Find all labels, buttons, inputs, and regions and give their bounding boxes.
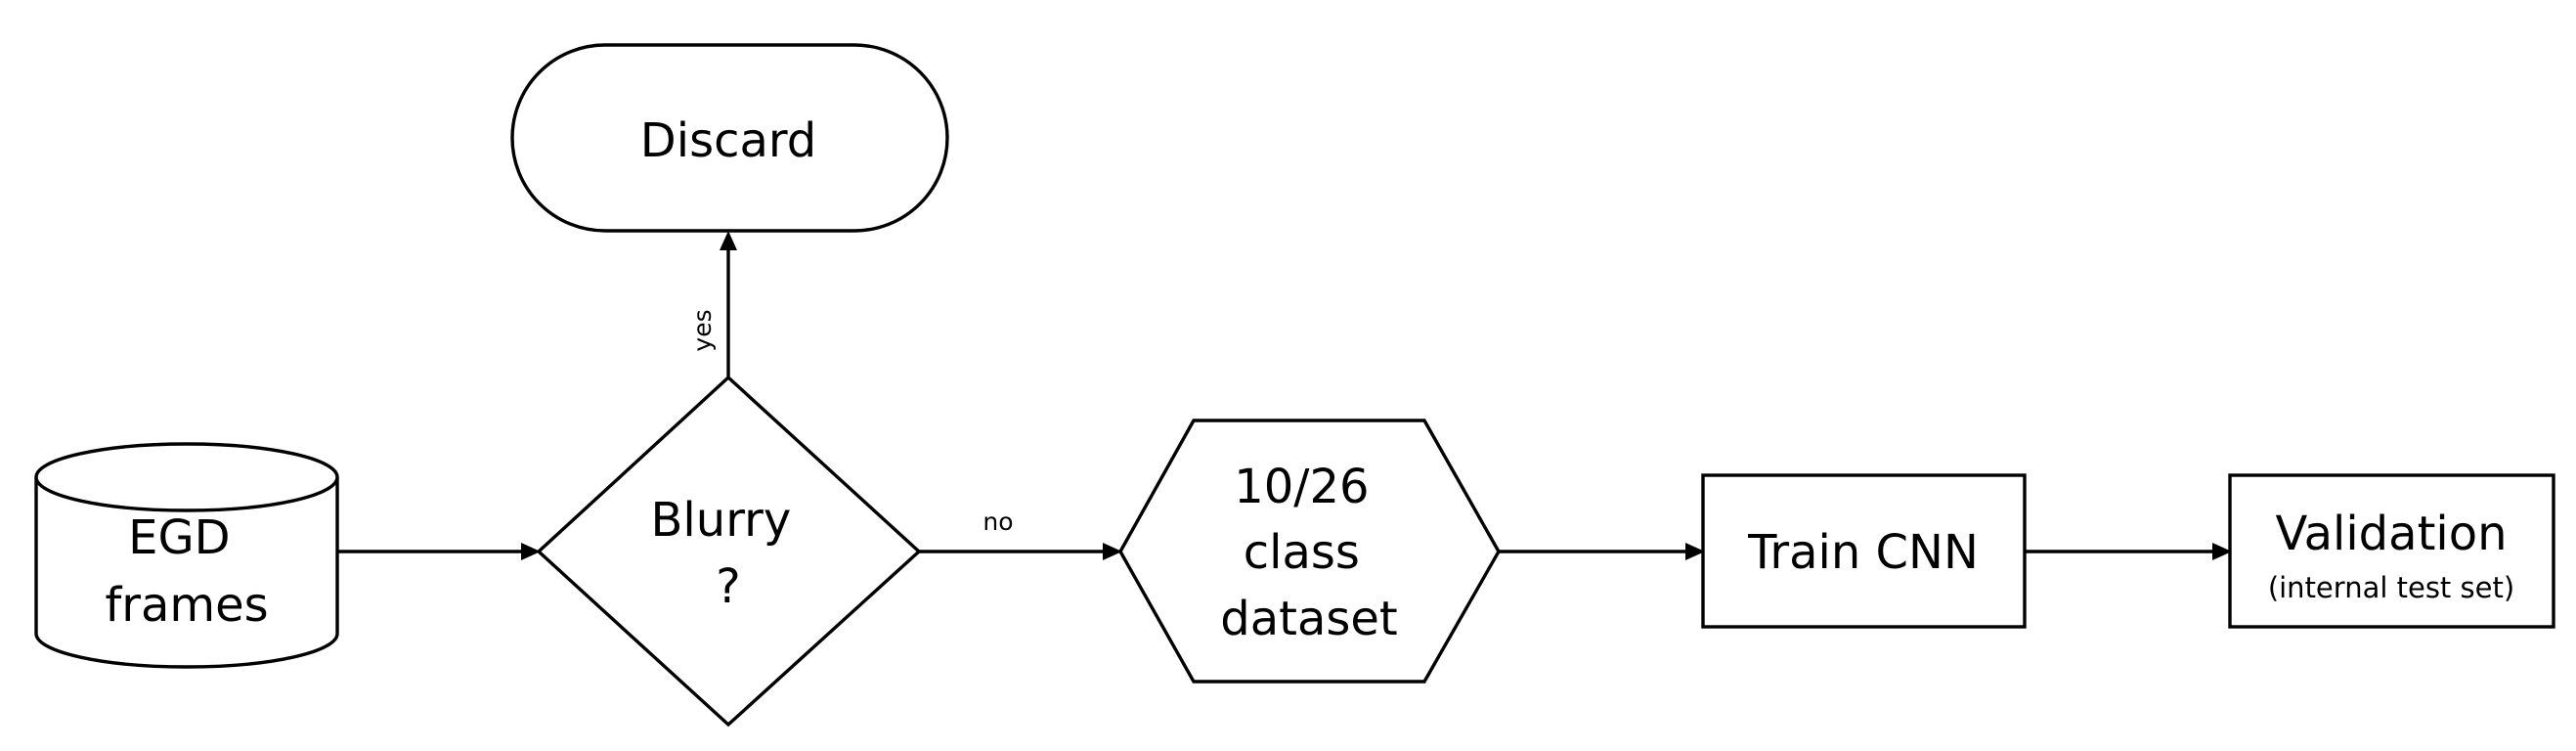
validation-box bbox=[2228, 473, 2555, 629]
blurry-label-line2: ? bbox=[716, 559, 740, 614]
arrow-blurry-to-dataset bbox=[919, 543, 1122, 560]
dataset-label-line2: class bbox=[1244, 525, 1360, 580]
discard-label: Discard bbox=[640, 113, 816, 168]
arrow-dataset-to-train bbox=[1499, 543, 1705, 560]
egd-frames-cylinder-top bbox=[34, 442, 339, 512]
discard-terminator bbox=[510, 43, 949, 233]
arrow-train-to-validation bbox=[2025, 543, 2232, 560]
svg-text:EGD frames: EGD frames bbox=[105, 510, 268, 633]
dataset-label-line3: dataset bbox=[1220, 592, 1397, 646]
yes-edge-label: yes bbox=[688, 309, 717, 351]
discard-node: Discard bbox=[510, 43, 949, 233]
egd-frames-cylinder-body bbox=[34, 477, 339, 669]
blurry-decision-node: Blurry ? bbox=[536, 375, 922, 728]
train-cnn-node: Train CNN bbox=[1701, 473, 2027, 629]
validation-sublabel: (internal test set) bbox=[2268, 571, 2514, 604]
egd-frames-label-line1: EGD bbox=[128, 510, 230, 565]
blurry-label-line1: Blurry bbox=[651, 493, 792, 548]
train-cnn-box bbox=[1701, 473, 2027, 629]
egd-frames-label-line2: frames bbox=[105, 578, 268, 633]
arrow-blurry-to-discard bbox=[720, 231, 737, 377]
train-cnn-label: Train CNN bbox=[1747, 525, 1979, 580]
blurry-decision-diamond bbox=[536, 375, 922, 728]
dataset-label-line1: 10/26 bbox=[1234, 460, 1369, 514]
no-edge-label: no bbox=[982, 508, 1013, 536]
validation-node: Validation (internal test set) bbox=[2228, 473, 2555, 629]
dataset-node: 10/26 class dataset bbox=[1118, 419, 1501, 684]
svg-text:Blurry ?: Blurry ? bbox=[651, 493, 807, 614]
validation-label: Validation bbox=[2275, 507, 2507, 561]
svg-text:10/26 class datase: 10/26 class dataset bbox=[1220, 460, 1397, 646]
egd-frames-node: EGD frames bbox=[34, 442, 339, 669]
arrow-egd-to-blurry bbox=[337, 543, 541, 560]
